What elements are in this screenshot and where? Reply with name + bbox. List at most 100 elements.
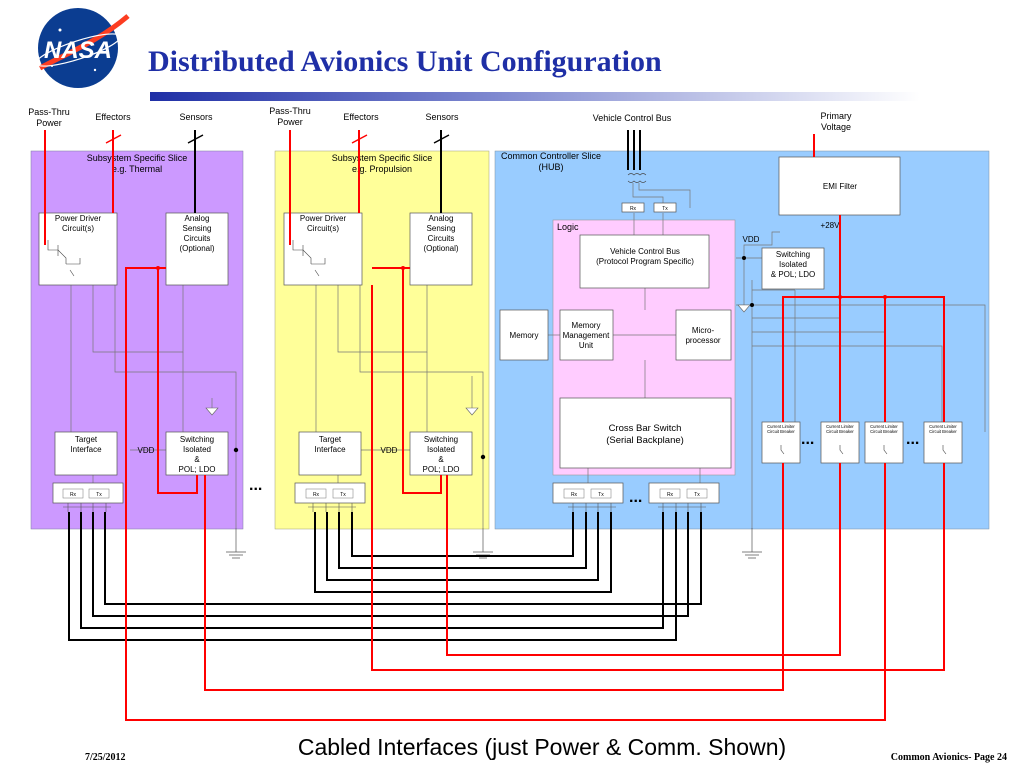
thermal-target-label-1: Target bbox=[75, 435, 98, 444]
breaker-label-3b: Circuit Breaker bbox=[870, 429, 898, 434]
controller-rxtx-box-2 bbox=[648, 482, 720, 504]
thermal-tx-label: Tx bbox=[96, 492, 102, 498]
breaker-label-4a: Current Limiter bbox=[929, 424, 957, 429]
primary-voltage-label-1: Primary bbox=[821, 111, 852, 121]
thermal-vdd-label: VDD bbox=[138, 446, 155, 455]
mmu-box bbox=[559, 309, 614, 361]
crossbar-label-1: Cross Bar Switch bbox=[609, 423, 682, 434]
thermal-switching-box bbox=[165, 431, 229, 476]
controller-slice-title-2: (HUB) bbox=[539, 162, 564, 172]
sensors-label-2: Sensors bbox=[425, 112, 459, 122]
breaker-label-1a: Current Limiter bbox=[767, 424, 795, 429]
breaker-ellipsis-1: ... bbox=[801, 431, 814, 448]
propulsion-target-label-2: Interface bbox=[314, 445, 346, 454]
effectors-label-2: Effectors bbox=[343, 112, 379, 122]
vcb-protocol-label-2: (Protocol Program Specific) bbox=[596, 257, 694, 266]
vcb-protocol-box bbox=[579, 234, 710, 289]
vehicle-control-bus-label: Vehicle Control Bus bbox=[593, 113, 672, 123]
propulsion-slice-title-1: Subsystem Specific Slice bbox=[332, 153, 433, 163]
switching-pol-box bbox=[761, 247, 825, 290]
emi-filter-box bbox=[778, 156, 901, 216]
vcb-protocol-label-1: Vehicle Control Bus bbox=[610, 247, 680, 256]
thermal-analog-label-1: Analog bbox=[185, 214, 210, 223]
propulsion-analog-label-4: (Optional) bbox=[423, 244, 458, 253]
pass-thru-power-label-1: Pass-Thru bbox=[28, 107, 70, 117]
mmu-label-3: Unit bbox=[579, 341, 594, 350]
controller-switching-label-2: Isolated bbox=[779, 260, 807, 269]
propulsion-switching-label-4: POL; LDO bbox=[423, 465, 460, 474]
pass-thru-power-label-1b: Power bbox=[36, 118, 62, 128]
thermal-switching-label-3: & bbox=[194, 455, 200, 464]
logic-label: Logic bbox=[557, 222, 579, 232]
controller-vdd-label: VDD bbox=[743, 235, 760, 244]
thermal-analog-label-3: Circuits bbox=[184, 234, 211, 243]
footer-page-number: Common Avionics- Page 24 bbox=[891, 752, 1007, 763]
bus-rx-box bbox=[621, 202, 645, 213]
propulsion-vdd-label: VDD bbox=[381, 446, 398, 455]
memory-label: Memory bbox=[510, 331, 539, 340]
footer-caption: Cabled Interfaces (just Power & Comm. Sh… bbox=[298, 734, 786, 760]
nasa-logo-text: NASA bbox=[44, 37, 112, 64]
thermal-slice-title-2: e.g. Thermal bbox=[112, 164, 162, 174]
controller-rxtx-box-1 bbox=[552, 482, 624, 504]
crossbar-label-2: (Serial Backplane) bbox=[606, 435, 684, 446]
propulsion-analog-label-3: Circuits bbox=[428, 234, 455, 243]
propulsion-rxtx-box bbox=[294, 482, 366, 504]
microprocessor-label-1: Micro- bbox=[692, 326, 715, 335]
thermal-switching-label-1: Switching bbox=[180, 435, 214, 444]
rxtx-ellipsis: ... bbox=[629, 489, 642, 506]
thermal-power-driver-label-1: Power Driver bbox=[55, 214, 102, 223]
propulsion-tx-label: Tx bbox=[340, 492, 346, 498]
propulsion-power-driver-label-1: Power Driver bbox=[300, 214, 347, 223]
page-title: Distributed Avionics Unit Configuration bbox=[148, 45, 662, 78]
thermal-switching-label-2: Isolated bbox=[183, 445, 211, 454]
breaker-ellipsis-2: ... bbox=[906, 431, 919, 448]
thermal-analog-box bbox=[165, 212, 229, 286]
propulsion-switching-label-1: Switching bbox=[424, 435, 458, 444]
propulsion-switching-label-3: & bbox=[438, 455, 444, 464]
thermal-rx-label: Rx bbox=[70, 492, 77, 498]
thermal-target-interface-box bbox=[54, 431, 118, 476]
controller-tx-label-2: Tx bbox=[694, 492, 700, 498]
controller-slice-title-1: Common Controller Slice bbox=[501, 151, 601, 161]
controller-tx-label-1: Tx bbox=[598, 492, 604, 498]
plus28v-label: +28V bbox=[821, 221, 841, 230]
bus-rx-label: Rx bbox=[630, 206, 637, 212]
emi-filter-label: EMI Filter bbox=[823, 182, 858, 191]
thermal-analog-label-4: (Optional) bbox=[179, 244, 214, 253]
propulsion-slice-title-2: e.g. Propulsion bbox=[352, 164, 412, 174]
breaker-label-4b: Circuit Breaker bbox=[929, 429, 957, 434]
propulsion-power-driver-label-2: Circuit(s) bbox=[307, 224, 339, 233]
nasa-logo: NASA bbox=[35, 8, 130, 88]
thermal-target-label-2: Interface bbox=[70, 445, 102, 454]
bus-tx-label: Tx bbox=[662, 206, 668, 212]
crossbar-switch-box bbox=[559, 397, 732, 469]
breaker-label-3a: Current Limiter bbox=[870, 424, 898, 429]
breaker-label-1b: Circuit Breaker bbox=[767, 429, 795, 434]
slice-gap-ellipsis: ... bbox=[249, 477, 262, 494]
propulsion-switching-box bbox=[409, 431, 473, 476]
pass-thru-power-label-2: Pass-Thru bbox=[269, 106, 311, 116]
microprocessor-box bbox=[675, 309, 732, 361]
primary-voltage-label-2: Voltage bbox=[821, 122, 851, 132]
mmu-label-2: Management bbox=[563, 331, 610, 340]
microprocessor-label-2: processor bbox=[685, 336, 720, 345]
propulsion-switching-label-2: Isolated bbox=[427, 445, 455, 454]
propulsion-power-driver-box bbox=[283, 212, 363, 286]
mmu-label-1: Memory bbox=[572, 321, 601, 330]
thermal-power-driver-label-2: Circuit(s) bbox=[62, 224, 94, 233]
controller-rx-label-2: Rx bbox=[667, 492, 674, 498]
breaker-box-2 bbox=[820, 421, 860, 464]
propulsion-analog-label-1: Analog bbox=[429, 214, 454, 223]
thermal-power-driver-box bbox=[38, 212, 118, 286]
pass-thru-power-label-2b: Power bbox=[277, 117, 303, 127]
controller-switching-label-3: & POL; LDO bbox=[771, 270, 815, 279]
propulsion-rx-label: Rx bbox=[313, 492, 320, 498]
thermal-slice-title-1: Subsystem Specific Slice bbox=[87, 153, 188, 163]
memory-box bbox=[499, 309, 549, 361]
controller-rx-label-1: Rx bbox=[571, 492, 578, 498]
thermal-switching-label-4: POL; LDO bbox=[179, 465, 216, 474]
controller-switching-label-1: Switching bbox=[776, 250, 810, 259]
title-underline bbox=[150, 92, 920, 101]
